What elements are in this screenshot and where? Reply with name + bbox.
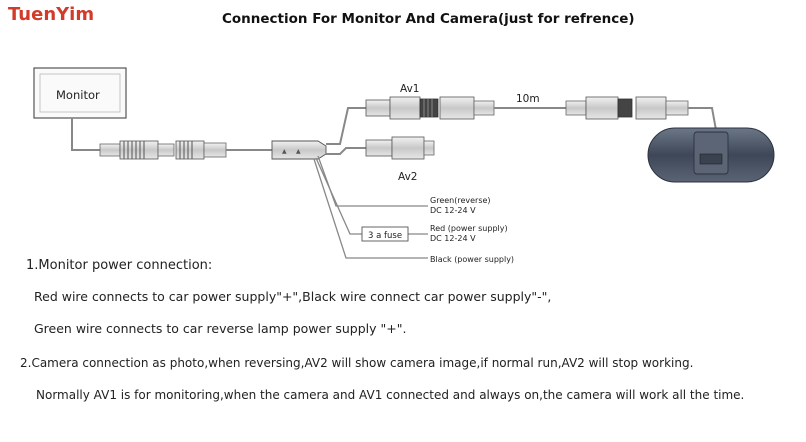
monitor-box: Monitor	[33, 67, 127, 119]
av1-label: Av1	[400, 83, 419, 95]
cable-length-label: 10m	[516, 93, 540, 105]
av1-cable	[326, 107, 366, 145]
monitor-cable	[71, 118, 100, 151]
camera-cable	[688, 107, 717, 131]
av2-cable	[326, 147, 366, 155]
av2-connector	[365, 136, 435, 160]
brand-logo: TuenYim	[8, 4, 95, 25]
instruction-line-3: Green wire connects to car reverse lamp …	[34, 321, 407, 336]
instruction-line-5: Normally AV1 is for monitoring,when the …	[36, 388, 745, 402]
av2-label: Av2	[398, 171, 417, 183]
svg-text:▲: ▲	[296, 148, 301, 155]
wiring-diagram: Monitor ▲ ▲ Av1	[33, 67, 775, 264]
monitor-connector	[99, 140, 227, 160]
green-wire-label: Green(reverse)	[430, 196, 491, 205]
svg-text:▲: ▲	[282, 148, 287, 155]
monitor-label: Monitor	[56, 88, 100, 102]
instruction-line-1: 1.Monitor power connection:	[26, 258, 213, 273]
instruction-line-4: 2.Camera connection as photo,when revers…	[20, 356, 694, 370]
av1-connector	[365, 96, 495, 120]
red-wire-voltage: DC 12-24 V	[430, 234, 476, 243]
camera	[647, 127, 775, 183]
power-wires	[313, 155, 428, 259]
camera-connector	[565, 96, 689, 120]
fuse-box	[361, 226, 409, 242]
green-wire-voltage: DC 12-24 V	[430, 206, 476, 215]
instruction-line-2: Red wire connects to car power supply"+"…	[34, 289, 552, 304]
red-wire-label: Red (power supply)	[430, 224, 508, 233]
fuse-label: 3 a fuse	[368, 231, 402, 241]
black-wire-label: Black (power supply)	[430, 255, 514, 264]
page-title: Connection For Monitor And Camera(just f…	[222, 11, 635, 27]
